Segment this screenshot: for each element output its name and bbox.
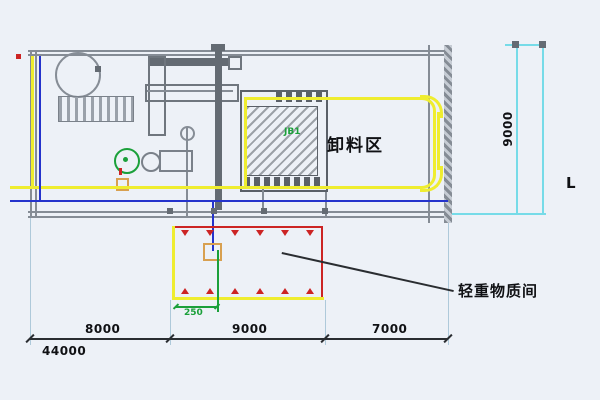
grid-node-top-left	[512, 41, 519, 48]
dim-text-9000: 9000	[232, 322, 268, 336]
sprinkler-icon	[306, 230, 314, 236]
column-marker-4	[322, 208, 328, 214]
machine-beam-top	[150, 58, 228, 66]
column-marker-1	[167, 208, 173, 214]
grid-line-vertical-2	[542, 42, 544, 214]
blue-run-horizontal	[10, 200, 448, 202]
room-top-edge	[172, 226, 323, 228]
dim-text-total: 44000	[42, 344, 87, 358]
dim-text-7000: 7000	[372, 322, 408, 336]
dim-text-right-9000: 9000	[501, 111, 515, 147]
machine-tag-text: JB1	[284, 127, 301, 137]
motor-body	[159, 150, 193, 172]
yellow-corner-bottom	[420, 166, 443, 192]
sprinkler-icon	[206, 288, 214, 294]
machine-beam-mid	[145, 84, 239, 102]
pump-circle-green	[114, 148, 140, 174]
sprinkler-icon	[306, 288, 314, 294]
yellow-run-horizontal	[10, 186, 422, 189]
wall-bottom-inner	[28, 216, 452, 218]
unloading-area-label: 卸料区	[327, 136, 384, 156]
column-band	[215, 48, 222, 210]
wall-left-inner	[35, 50, 37, 218]
yellow-right-riser	[437, 112, 440, 170]
column-cap	[211, 44, 225, 51]
wall-top-inner	[28, 54, 452, 56]
sprinkler-icon	[231, 288, 239, 294]
machine-box-small	[228, 56, 242, 70]
blower-nub	[95, 66, 101, 72]
inner-dim-line	[176, 306, 218, 308]
materials-room-label: 轻重物质间	[458, 282, 539, 300]
pump-center-dot	[123, 157, 128, 162]
room-left-edge	[172, 226, 175, 300]
unloader-drop-line	[262, 188, 264, 211]
grid-line-vertical-1	[516, 42, 518, 214]
wall-top-outer	[28, 50, 452, 52]
sprinkler-icon	[206, 230, 214, 236]
dim-chain-line	[30, 338, 448, 340]
inner-dim-text: 250	[184, 308, 203, 318]
grid-line-horizontal-bottom	[452, 213, 546, 215]
corner-mark: L	[566, 174, 576, 192]
unloader-bottom-teeth	[244, 177, 322, 186]
extension-line	[448, 223, 449, 345]
dim-text-8000: 8000	[85, 322, 121, 336]
grid-node-top-right	[539, 41, 546, 48]
sprinkler-icon	[281, 288, 289, 294]
leader-line	[281, 252, 454, 292]
left-wall-mark	[16, 54, 21, 59]
pump-red-tick	[119, 168, 122, 175]
green-drop-line	[217, 250, 219, 312]
sprinkler-icon	[181, 230, 189, 236]
sprinkler-icon	[256, 288, 264, 294]
conveyor-hatched	[58, 96, 134, 122]
room-right-edge	[321, 226, 323, 300]
wall-right-line	[428, 45, 430, 223]
unloader-outer-frame	[240, 90, 328, 192]
extension-line	[170, 300, 171, 345]
yellow-left-riser	[31, 56, 34, 188]
grid-line-horizontal-top	[505, 44, 546, 46]
machine-frame-left	[148, 56, 166, 136]
sprinkler-icon	[256, 230, 264, 236]
room-hopper-box	[203, 243, 222, 261]
sprinkler-icon	[231, 230, 239, 236]
sprinkler-icon	[181, 288, 189, 294]
blower-circle	[55, 52, 101, 98]
column-line-center	[186, 128, 188, 216]
blue-left-riser	[39, 56, 41, 202]
column-marker-2	[211, 208, 217, 214]
column-marker-3	[261, 208, 267, 214]
wall-right-hatched	[444, 45, 452, 223]
machine-beam-mid-line	[147, 90, 233, 92]
sprinkler-icon	[281, 230, 289, 236]
yellow-corner-top	[420, 95, 443, 118]
wall-bottom-outer	[28, 211, 452, 213]
room-bottom-edge	[172, 297, 324, 300]
column-circle	[180, 126, 195, 141]
pump-tan-box	[116, 178, 129, 191]
wall-mid-stub	[325, 190, 327, 216]
extension-line	[30, 218, 31, 345]
motor-circle	[141, 152, 161, 172]
extension-line	[325, 300, 326, 345]
